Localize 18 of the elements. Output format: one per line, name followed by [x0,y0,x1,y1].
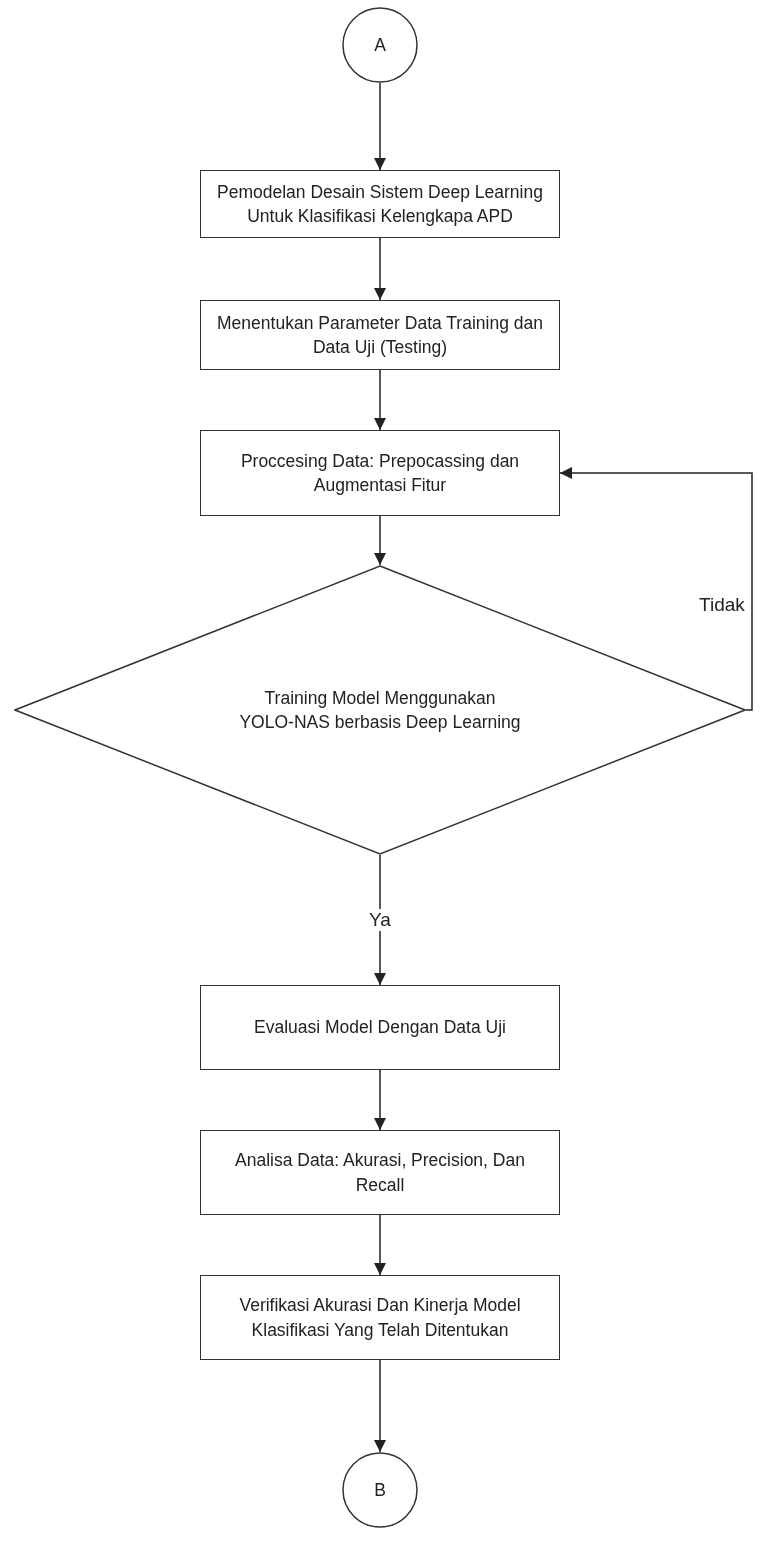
arrow [559,467,753,711]
arrow [374,1359,386,1453]
process-box: Proccesing Data: Prepocassing dan Augmentasi Fitur [200,430,560,516]
arrow [374,369,386,431]
edge-label: Ya [367,909,393,931]
process-box: Analisa Data: Akurasi, Precision, Dan Recall [200,1130,560,1215]
arrow [374,515,386,566]
process-box: Verifikasi Akurasi Dan Kinerja Model Klasifikasi Yang Telah Ditentukan [200,1275,560,1360]
process-box: Evaluasi Model Dengan Data Uji [200,985,560,1070]
arrow [374,1214,386,1276]
arrow [374,1069,386,1131]
arrow [374,82,386,171]
connector-label: B [374,1478,386,1502]
process-box: Menentukan Parameter Data Training dan Data Uji (Testing) [200,300,560,370]
process-box: Pemodelan Desain Sistem Deep Learning Untuk Klasifikasi Kelengkapa APD [200,170,560,238]
arrow [374,237,386,301]
decision-text: Training Model Menggunakan YOLO-NAS berbasis Deep Learning [239,686,521,734]
connector-label: A [374,33,386,57]
